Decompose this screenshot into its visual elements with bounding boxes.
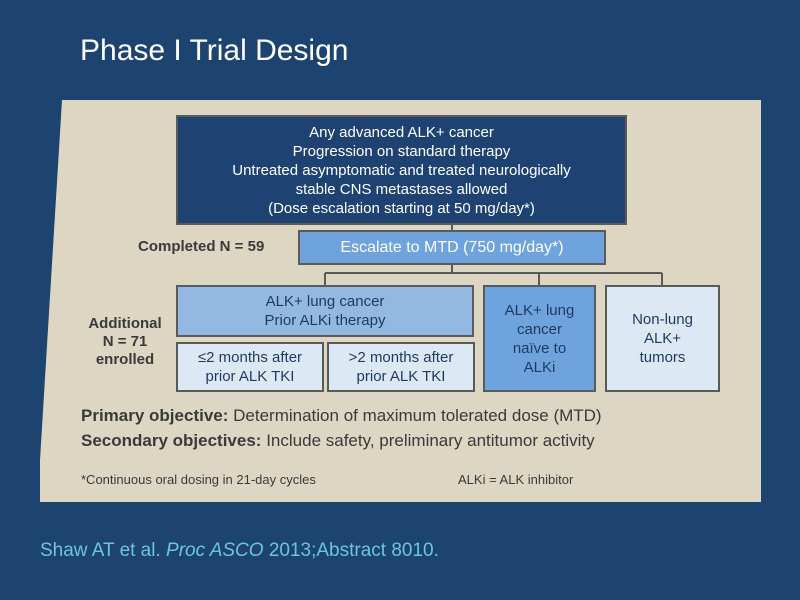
le2-months-line: prior ALK TKI: [205, 368, 295, 385]
eligibility-line: Progression on standard therapy: [292, 142, 511, 160]
non-lung-line: tumors: [639, 349, 686, 366]
secondary-objective-label: Secondary objectives:: [81, 431, 262, 450]
additional-line: N = 71: [102, 333, 148, 350]
prior-alki-line: Prior ALKi therapy: [264, 312, 386, 329]
non-lung-box: Non-lung ALK+ tumors: [605, 285, 720, 392]
escalate-box: Escalate to MTD (750 mg/day*): [298, 230, 606, 265]
citation-details: 2013;Abstract 8010.: [268, 540, 439, 561]
eligibility-line: Any advanced ALK+ cancer: [309, 123, 494, 141]
alki-naive-line: cancer: [516, 320, 563, 338]
prior-alki-line: ALK+ lung cancer: [265, 293, 385, 310]
eligibility-line: stable CNS metastases allowed: [295, 180, 508, 198]
primary-objective: Primary objective: Determination of maxi…: [81, 406, 602, 426]
gt2-months-box: >2 months after prior ALK TKI: [327, 342, 475, 392]
alki-naive-line: naïve to: [512, 339, 567, 357]
gt2-months-line: >2 months after: [348, 349, 454, 366]
alki-naive-box: ALK+ lung cancer naïve to ALKi: [483, 285, 596, 392]
le2-months-line: ≤2 months after: [197, 349, 303, 366]
slide-title: Phase I Trial Design: [80, 34, 349, 67]
eligibility-line: (Dose escalation starting at 50 mg/day*): [268, 199, 535, 217]
non-lung-line: Non-lung: [632, 311, 693, 328]
citation: Shaw AT et al. Proc ASCO 2013;Abstract 8…: [40, 540, 439, 562]
eligibility-box: Any advanced ALK+ cancer Progression on …: [176, 115, 627, 225]
gt2-months-line: prior ALK TKI: [356, 368, 446, 385]
additional-label: Additional N = 71 enrolled: [70, 315, 180, 369]
dosing-footnote: *Continuous oral dosing in 21-day cycles: [81, 472, 316, 487]
citation-journal: Proc ASCO: [166, 540, 264, 561]
abbreviation-footnote: ALKi = ALK inhibitor: [458, 472, 574, 487]
secondary-objective-text: Include safety, preliminary antitumor ac…: [266, 431, 595, 450]
completed-label: Completed N = 59: [138, 238, 265, 255]
primary-objective-label: Primary objective:: [81, 406, 229, 425]
alki-naive-line: ALK+ lung: [504, 301, 575, 319]
eligibility-line: Untreated asymptomatic and treated neuro…: [232, 161, 571, 179]
prior-alki-box: ALK+ lung cancer Prior ALKi therapy: [176, 285, 474, 337]
primary-objective-text: Determination of maximum tolerated dose …: [233, 406, 602, 425]
citation-authors: Shaw AT et al.: [40, 540, 161, 561]
additional-line: Additional: [88, 315, 162, 332]
le2-months-box: ≤2 months after prior ALK TKI: [176, 342, 324, 392]
additional-line: enrolled: [95, 351, 155, 368]
non-lung-line: ALK+: [643, 330, 682, 347]
alki-naive-line: ALKi: [523, 358, 556, 376]
secondary-objective: Secondary objectives: Include safety, pr…: [81, 431, 595, 451]
